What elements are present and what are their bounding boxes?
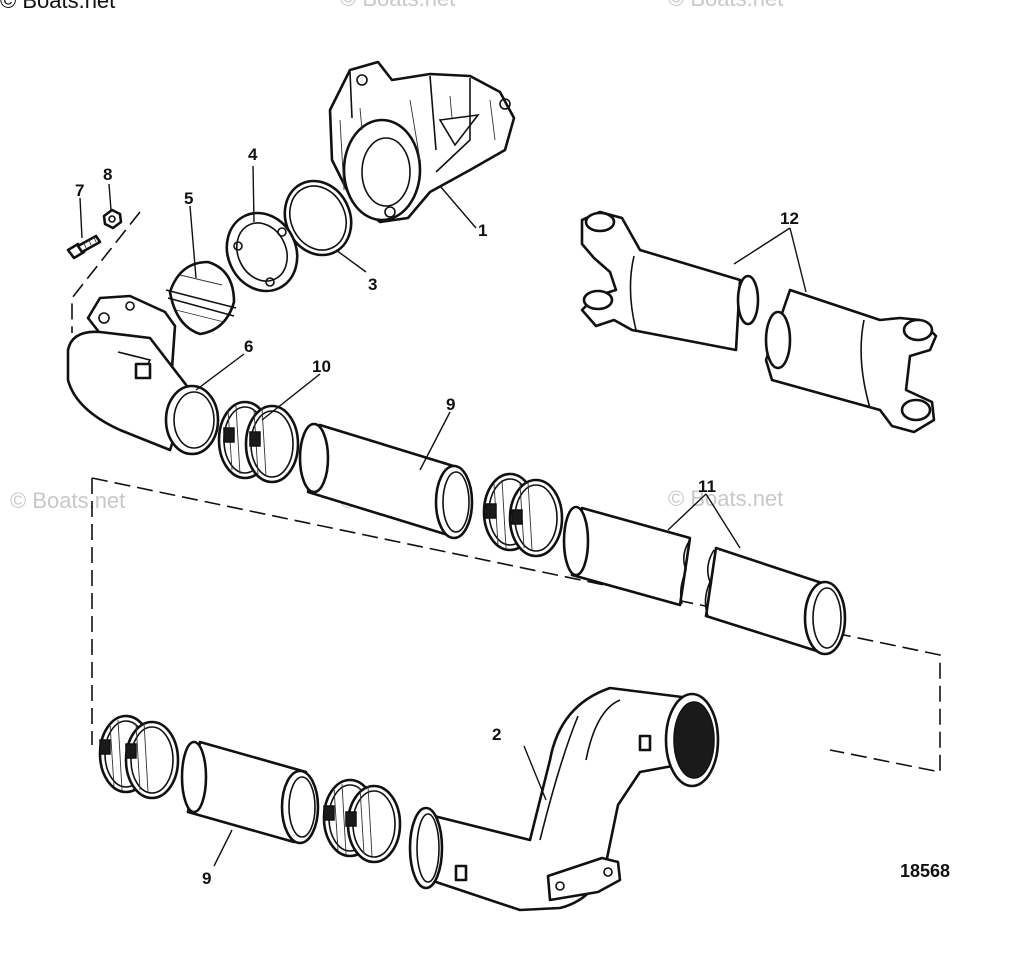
callout-labels: 1 2 3 4 5 6 7 8 9 9 10 11 12 <box>75 145 799 888</box>
exhaust-tube-part-11 <box>562 505 847 656</box>
callout-8: 8 <box>103 165 112 184</box>
callout-1: 1 <box>478 221 487 240</box>
callout-7: 7 <box>75 181 84 200</box>
watermark: © Boats.net <box>10 488 125 513</box>
callout-9-upper: 9 <box>446 395 455 414</box>
exhaust-pipe-part-2 <box>408 686 720 912</box>
callout-11: 11 <box>698 477 716 496</box>
exhaust-elbow-part-6 <box>66 294 220 456</box>
bell-housing-part-1 <box>328 60 516 224</box>
callout-10: 10 <box>312 357 331 376</box>
exhaust-hose-lower <box>180 740 320 845</box>
flapper-valve-part-5 <box>165 260 237 336</box>
callout-5: 5 <box>184 189 193 208</box>
driveshaft-part-12 <box>580 210 938 434</box>
hose-clamps-part-10 <box>217 400 300 484</box>
callout-2: 2 <box>492 725 501 744</box>
callout-9-lower: 9 <box>202 869 211 888</box>
figure-number: 18568 <box>900 861 950 881</box>
callout-6: 6 <box>244 337 253 356</box>
nut-part-8 <box>102 208 123 230</box>
gasket-part-4 <box>225 211 299 293</box>
watermark: © Boats.net <box>340 0 455 11</box>
watermark: © Boats.net <box>668 486 783 511</box>
callout-12: 12 <box>780 209 799 228</box>
hose-clamps-lower-left <box>98 714 180 800</box>
watermark-top-left: © Boats.net <box>0 0 115 13</box>
hose-clamps-lower-middle <box>322 778 402 864</box>
watermark: © Boats.net <box>668 0 783 11</box>
exhaust-hose-part-9 <box>298 422 474 540</box>
callout-4: 4 <box>248 145 258 164</box>
assembly-dashed-lines <box>71 211 941 773</box>
callout-3: 3 <box>368 275 377 294</box>
leader-lines <box>79 165 807 867</box>
screw-part-7 <box>66 234 102 260</box>
hose-clamps-middle <box>482 472 564 558</box>
